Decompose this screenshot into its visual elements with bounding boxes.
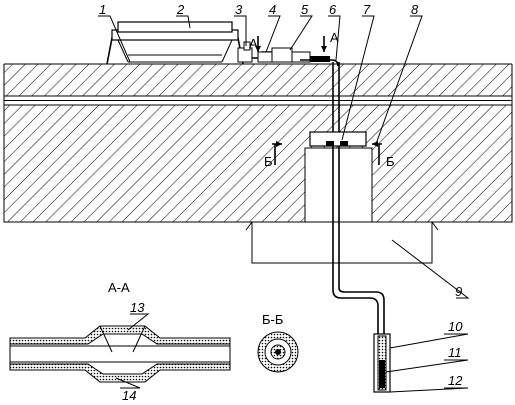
section-aa-title: А-А (108, 280, 130, 295)
section-a-left-label: А (249, 36, 258, 51)
callout-2: 2 (176, 2, 185, 17)
callout-6: 6 (329, 2, 337, 17)
callout-9: 9 (455, 284, 462, 299)
cap-block (309, 131, 367, 147)
section-b-marks: Б Б (264, 141, 395, 169)
section-bb-detail: Б-Б (257, 312, 299, 373)
top-housing (106, 21, 253, 65)
callout-8: 8 (411, 2, 419, 17)
section-a-marks: А А (249, 30, 339, 52)
callout-4: 4 (269, 2, 276, 17)
callout-3: 3 (235, 2, 243, 17)
callout-10: 10 (448, 319, 463, 334)
section-b-left-label: Б (264, 154, 273, 169)
callout-7: 7 (363, 2, 371, 17)
callout-numbers: 1 2 3 4 5 6 7 8 9 10 11 12 13 14 (99, 2, 463, 403)
slab (3, 63, 513, 223)
slab-upper (4, 64, 512, 96)
probe (373, 333, 391, 393)
callout-13: 13 (130, 300, 145, 315)
slab-lower (4, 105, 512, 222)
callout-14: 14 (122, 388, 136, 403)
section-aa-detail: А-А (9, 280, 231, 389)
section-b-right-label: Б (386, 154, 395, 169)
callout-5: 5 (301, 2, 309, 17)
leader-lines (98, 15, 470, 393)
callout-11: 11 (448, 345, 462, 360)
cable-fittings (252, 47, 339, 67)
callout-1: 1 (99, 2, 106, 17)
cable (332, 62, 385, 335)
lower-box (245, 221, 439, 264)
section-a-right-label: А (330, 30, 339, 45)
callout-12: 12 (448, 373, 463, 388)
section-bb-title: Б-Б (262, 312, 283, 327)
